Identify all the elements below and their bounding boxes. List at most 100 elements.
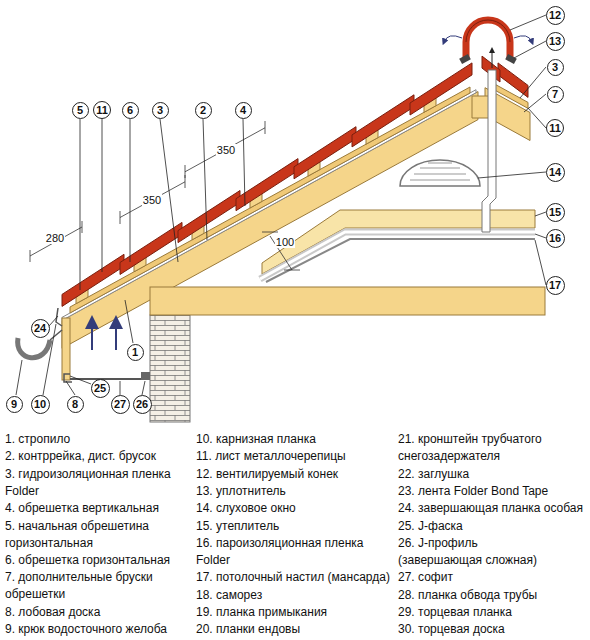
tile	[410, 63, 472, 115]
callout-circle: 12	[546, 6, 565, 25]
leader-lines	[16, 15, 546, 395]
legend-item: 16. пароизоляционная пленка Folder	[196, 535, 371, 569]
ridge-beam	[472, 96, 490, 118]
ceiling-deck	[266, 239, 535, 282]
soffit	[70, 378, 150, 380]
tile	[352, 95, 414, 147]
callout-number: 16	[549, 233, 561, 244]
legend-item: 9. крюк водосточного желоба	[5, 621, 167, 638]
callout-number: 17	[549, 280, 561, 291]
callout-number: 26	[136, 399, 148, 410]
sealant	[459, 54, 471, 64]
air-arrow	[115, 322, 117, 350]
callout-number: 4	[240, 105, 246, 116]
callout-number: 24	[34, 323, 46, 334]
brick-wall	[150, 315, 190, 422]
legend-item: 30. торцевая доска	[398, 621, 505, 638]
callout-number: 2	[200, 105, 206, 116]
legend-item: 15. утеплитель	[196, 518, 279, 535]
callout-number: 25	[94, 383, 106, 394]
dimension-line	[30, 221, 82, 262]
insulation	[262, 210, 535, 274]
legend-item: 24. завершающая планка особая	[398, 500, 583, 517]
callout-circle: 3	[547, 59, 564, 76]
sealant	[505, 54, 517, 64]
callout-number: 13	[549, 36, 561, 47]
legend-item: 3. гидроизоляционная пленка Folder	[5, 466, 190, 500]
legend-item: 18. саморез	[196, 587, 262, 604]
air-arrow	[514, 36, 532, 42]
callout-circle: 14	[546, 163, 565, 182]
legend-item: 23. лента Folder Bond Tape	[398, 483, 548, 500]
callout-circle: 4	[235, 102, 252, 119]
callout-number: 27	[114, 399, 126, 410]
callout-circle: 7	[547, 86, 564, 103]
callout-circle: 1	[127, 344, 144, 361]
callout-number: 11	[96, 105, 108, 116]
callout-circle: 2	[195, 102, 212, 119]
legend-item: 8. лобовая доска	[5, 604, 100, 621]
callout-number: 1	[132, 347, 138, 358]
legend-item: 5. начальная обрешетина горизонтальная	[5, 518, 175, 552]
air-arrow	[492, 50, 493, 68]
callout-circle: 17	[546, 276, 565, 295]
callout-circle: 5	[72, 102, 89, 119]
gutter	[18, 338, 50, 358]
gutter-hook	[50, 330, 62, 340]
legend-item: 19. планка примыкания	[196, 604, 327, 621]
callout-circle: 13	[546, 32, 565, 51]
dimension-label: 350	[216, 144, 236, 156]
legend-item: 14. слуховое окно	[196, 500, 296, 517]
callout-circle: 3	[152, 102, 169, 119]
vent-pipe	[482, 70, 496, 232]
tile	[178, 191, 240, 243]
legend-item: 2. контррейка, дист. брусок	[5, 448, 156, 465]
dimension-line	[262, 232, 300, 270]
callout-circle: 15	[546, 203, 565, 222]
tile	[294, 127, 356, 179]
window-slats	[410, 163, 470, 180]
legend-item: 25. J-фаска	[398, 518, 463, 535]
dimension-label: 280	[45, 232, 65, 244]
legend-item: 22. заглушка	[398, 466, 469, 483]
callout-number: 9	[11, 399, 17, 410]
legend-item: 28. планка обвода трубы	[398, 587, 537, 604]
callout-circle: 10	[31, 395, 50, 414]
callout-circle: 11	[93, 101, 111, 119]
tile	[120, 222, 182, 274]
ridge-cap-edge	[466, 20, 510, 42]
callout-circle: 25	[91, 379, 110, 398]
dimension-label: 350	[142, 194, 162, 206]
legend-item: 11. лист металлочерепицы	[196, 448, 346, 465]
callout-number: 14	[549, 167, 561, 178]
dormer-window	[400, 160, 480, 186]
legend-item: 13. уплотнитель	[196, 483, 286, 500]
callout-number: 8	[72, 399, 78, 410]
tile	[498, 63, 528, 98]
j-profile	[141, 372, 150, 380]
callout-number: 12	[549, 10, 561, 21]
fascia-board	[62, 318, 70, 380]
air-arrow	[91, 322, 93, 350]
legend-item: 29. торцевая планка	[398, 604, 512, 621]
legend-item: 17. потолочный настил (мансарда)	[196, 569, 390, 586]
dimension-line	[185, 121, 265, 178]
legend-item: 1. стропило	[5, 431, 70, 448]
tile	[62, 254, 124, 306]
legend-item: 10. карнизная планка	[196, 431, 316, 448]
callout-number: 11	[549, 123, 561, 134]
ridge-cap	[466, 20, 510, 58]
callout-circle: 6	[122, 102, 139, 119]
legend-item: 26. J-профиль (завершающая сложная)	[398, 535, 548, 569]
callout-number: 6	[127, 105, 133, 116]
callout-number: 10	[34, 399, 46, 410]
legend-item: 4. обрешетка вертикальная	[5, 500, 159, 517]
callout-number: 3	[157, 105, 163, 116]
legend-item: 7. дополнительные бруски обрешетки	[5, 569, 180, 603]
callout-circle: 24	[31, 319, 50, 338]
callout-circle: 27	[111, 395, 130, 414]
legend-item: 6. обрешетка горизонтальная	[5, 552, 170, 569]
callout-circle: 26	[133, 395, 152, 414]
air-arrow	[444, 36, 462, 42]
legend-item: 21. кронштейн трубчатого снегозадержател…	[398, 431, 573, 465]
